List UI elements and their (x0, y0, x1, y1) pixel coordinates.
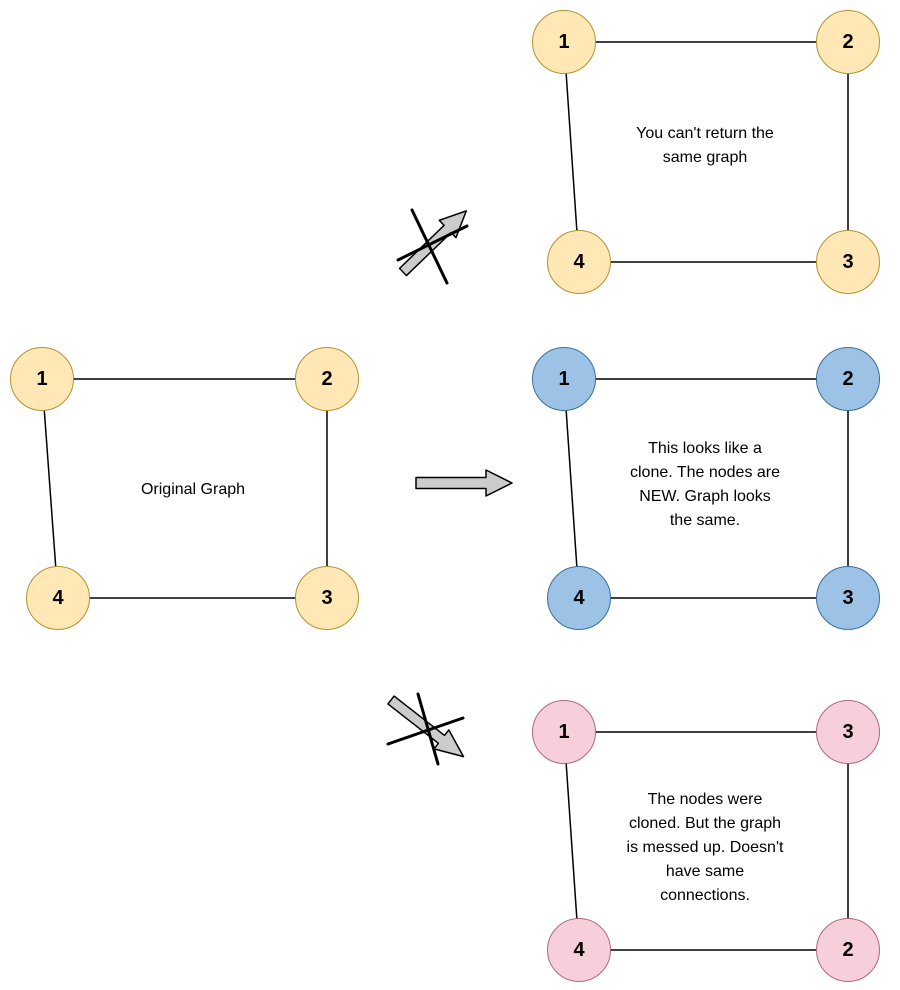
blocked-arrow-to-same (396, 208, 469, 285)
same-node-2: 2 (816, 10, 880, 74)
clone-node-4: 4 (547, 566, 611, 630)
clone-node-2: 2 (816, 347, 880, 411)
original-graph-label: Original Graph (140, 481, 246, 498)
same-node-3: 3 (816, 230, 880, 294)
cross-out-icon (386, 692, 465, 766)
wrong-node-bottom-right: 2 (816, 918, 880, 982)
clone-node-1: 1 (532, 347, 596, 411)
wrong-graph-edges (563, 731, 849, 951)
wrong-node-top-left: 1 (532, 700, 596, 764)
same-node-1: 1 (532, 10, 596, 74)
same-graph-edges (563, 41, 849, 263)
cross-out-icon (396, 208, 469, 285)
clone-graph-edges (563, 378, 849, 599)
same-node-4: 4 (547, 230, 611, 294)
original-node-1: 1 (10, 347, 74, 411)
original-node-2: 2 (295, 347, 359, 411)
blocked-arrow-to-wrong (386, 692, 465, 766)
original-node-4: 4 (26, 566, 90, 630)
original-node-3: 3 (295, 566, 359, 630)
original-graph-edges (41, 378, 328, 599)
clone-node-3: 3 (816, 566, 880, 630)
clone-graph-caption: This looks like a clone. The nodes are N… (629, 440, 781, 529)
wrong-node-top-right: 3 (816, 700, 880, 764)
wrong-graph-caption: The nodes were cloned. But the graph is … (626, 791, 784, 904)
arrow-right-icon (415, 469, 513, 497)
wrong-node-bottom-left: 4 (547, 918, 611, 982)
same-graph-caption: You can't return the same graph (636, 125, 774, 166)
allowed-arrow-to-clone (415, 469, 513, 497)
